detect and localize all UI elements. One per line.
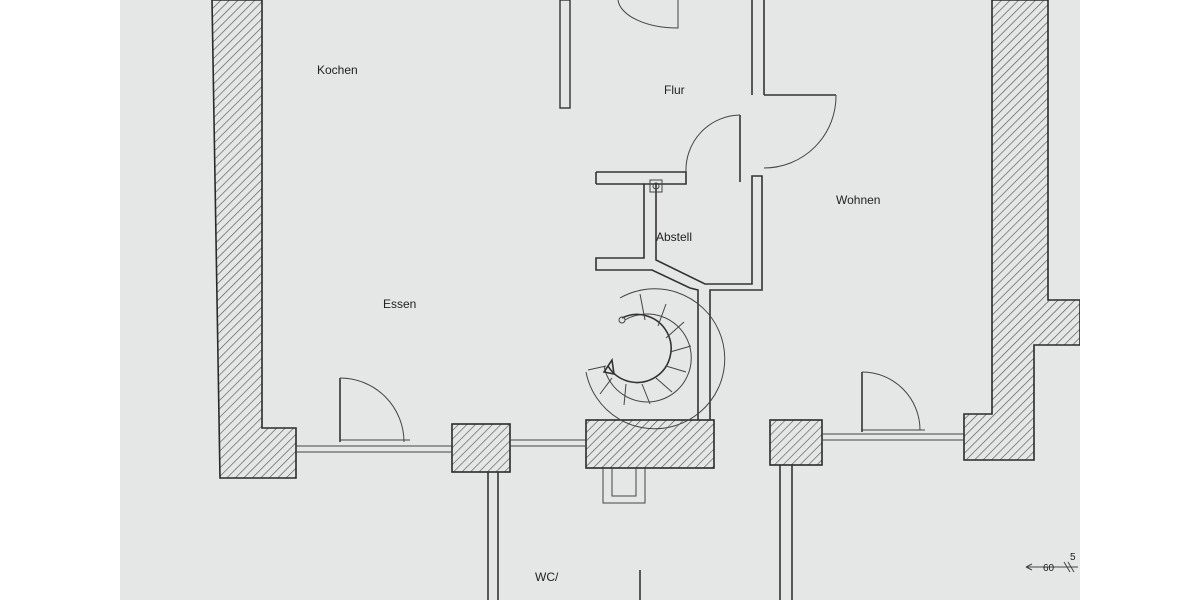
room-label-wc: WC/ (535, 570, 559, 584)
room-label-wohnen: Wohnen (836, 193, 880, 207)
dimension-marker: 60 5 (1025, 552, 1078, 574)
abstell-walls (595, 171, 763, 420)
window-left (296, 439, 452, 453)
wall-pier-right (769, 419, 823, 466)
right-exterior-wall (963, 0, 1080, 461)
floor-plan-drawing: Kochen Flur Wohnen Abstell Essen WC/ 60 … (211, 0, 1080, 600)
partition-top (559, 0, 571, 109)
dimension-5: 5 (1070, 552, 1076, 563)
wall-pier-center (585, 419, 715, 469)
wc-niche (602, 468, 646, 504)
wall-pier-left (451, 423, 511, 473)
door-swing-wohnen (861, 371, 921, 432)
window-center (510, 439, 586, 447)
floor-plan-sheet: Kochen Flur Wohnen Abstell Essen WC/ 60 … (120, 0, 1080, 600)
door-swing-top (617, 0, 679, 29)
door-swing-flur-wohnen (763, 94, 837, 169)
spiral-stair (585, 288, 726, 430)
room-label-kochen: Kochen (317, 63, 358, 77)
room-label-flur: Flur (664, 83, 685, 97)
left-exterior-wall (211, 0, 297, 479)
door-swing-abstell (685, 114, 741, 182)
room-label-abstell: Abstell (656, 230, 692, 244)
window-right (822, 429, 964, 441)
dimension-60: 60 (1043, 563, 1055, 574)
room-label-essen: Essen (383, 297, 416, 311)
abstell-fixture (649, 179, 663, 193)
door-swing-essen (339, 377, 405, 443)
abstell-fixture-circle (652, 182, 660, 190)
